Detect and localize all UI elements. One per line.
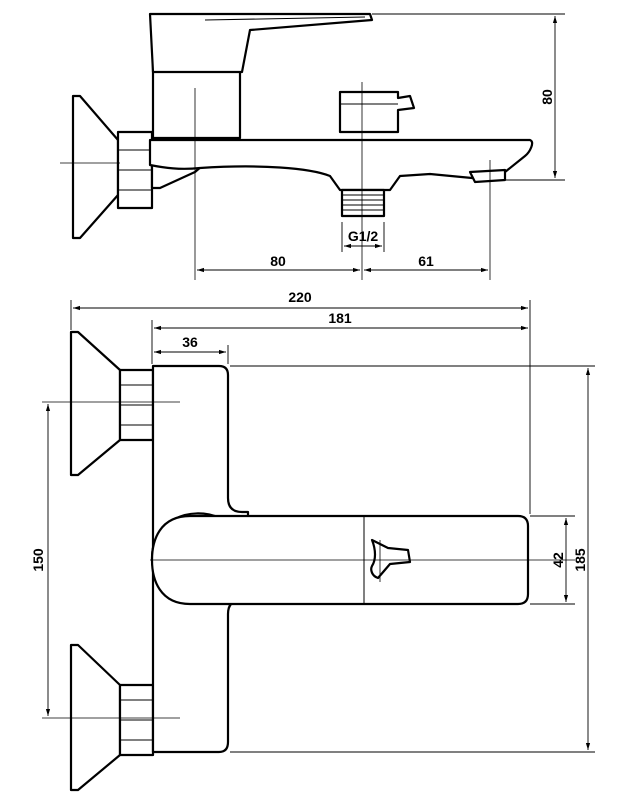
side-thread-connector (340, 188, 386, 218)
dim-thread: G1/2 (348, 228, 379, 244)
side-aerator (468, 168, 507, 184)
side-lever-handle (148, 12, 374, 74)
side-wall-flange (71, 94, 120, 240)
dim-side-left: 80 (270, 253, 286, 269)
front-diverter-lever (370, 538, 412, 580)
side-diverter-knob (338, 90, 416, 134)
dim-overall-width: 220 (288, 289, 312, 305)
dim-body-length: 181 (328, 310, 352, 326)
dim-center-distance: 150 (30, 548, 46, 572)
dim-side-right: 61 (418, 253, 434, 269)
front-view: 220 181 36 150 42 185 (30, 289, 595, 792)
dim-connector-width: 36 (182, 334, 198, 350)
dim-handle-height: 42 (550, 552, 566, 568)
dim-body-height: 185 (572, 548, 588, 572)
dim-spout-height: 80 (539, 89, 555, 105)
side-view: 80 80 61 G1/2 (60, 12, 565, 280)
front-lower-flange (69, 643, 122, 792)
front-upper-flange (69, 330, 122, 477)
side-spout (148, 138, 534, 192)
